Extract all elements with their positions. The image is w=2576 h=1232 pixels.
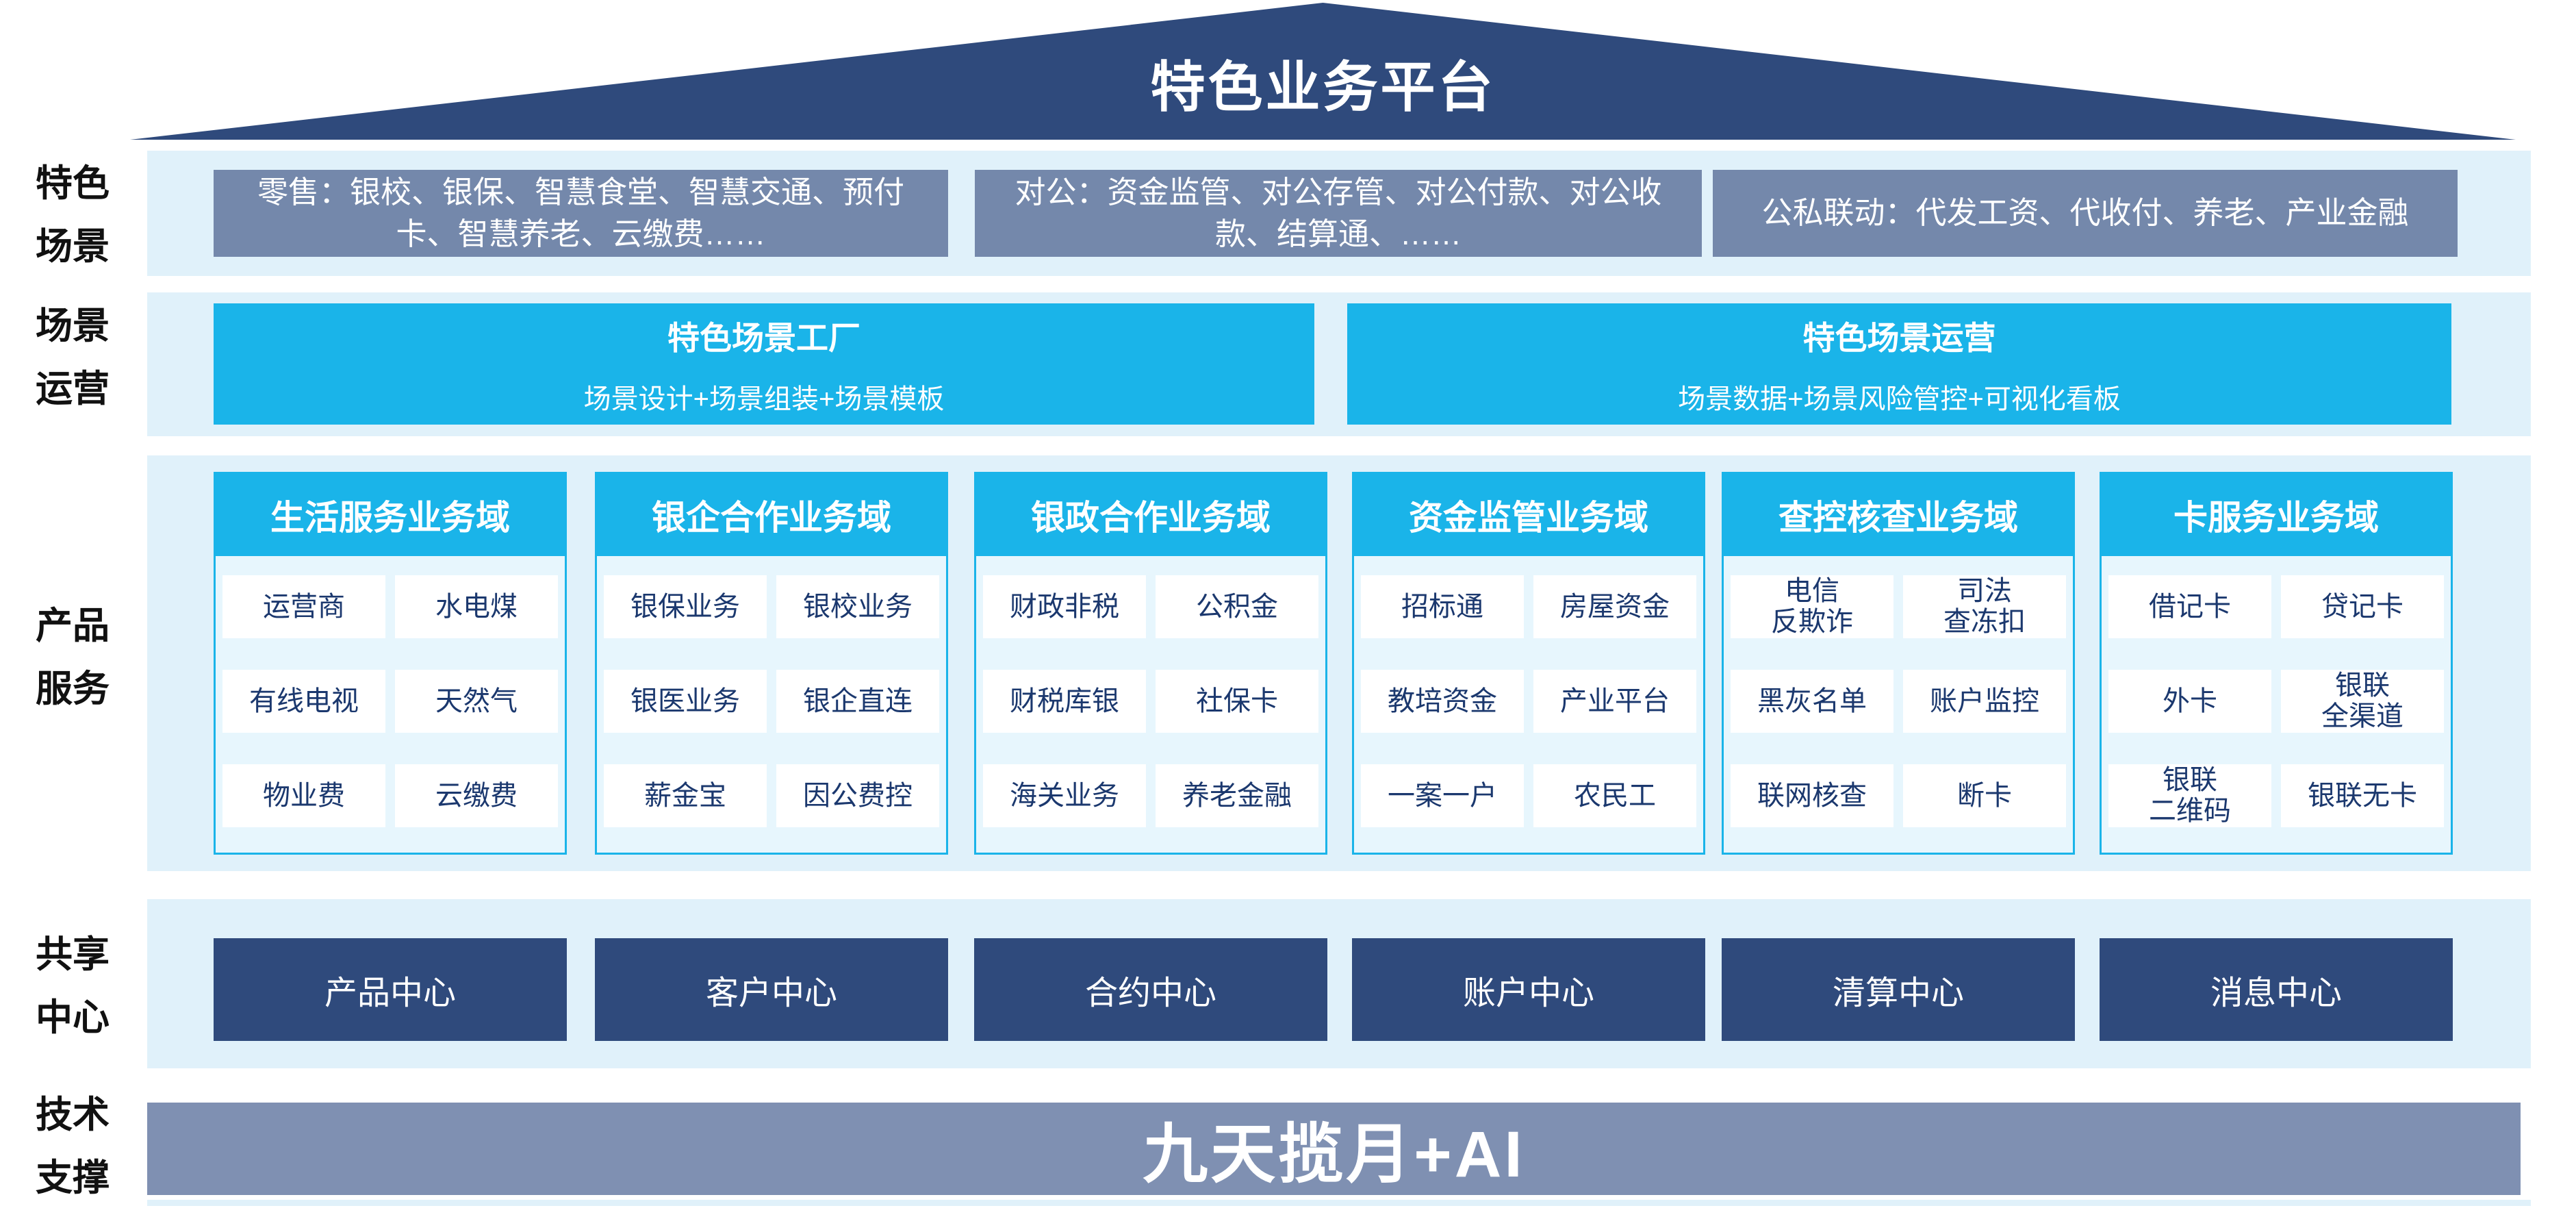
product-column-body: 招标通 房屋资金 教培资金 产业平台 一案一户 农民工	[1354, 556, 1703, 853]
product-cell: 运营商	[222, 575, 385, 638]
product-cell: 外卡	[2108, 670, 2271, 733]
product-column-header: 卡服务业务域	[2102, 474, 2451, 556]
shared-center-account: 账户中心	[1352, 938, 1705, 1041]
product-cell: 物业费	[222, 764, 385, 827]
product-cell: 财税库银	[983, 670, 1146, 733]
product-cell: 水电煤	[395, 575, 558, 638]
shared-center-message: 消息中心	[2100, 938, 2453, 1041]
product-cell: 断卡	[1903, 764, 2066, 827]
product-column-header: 查控核查业务域	[1724, 474, 2073, 556]
shared-center-customer: 客户中心	[595, 938, 948, 1041]
shared-center-product: 产品中心	[214, 938, 567, 1041]
scene-box-retail: 零售：银校、银保、智慧食堂、智慧交通、预付卡、智慧养老、云缴费……	[214, 170, 948, 257]
side-label-scene-operation: 场景 运营	[36, 305, 110, 410]
product-column-header: 资金监管业务域	[1354, 474, 1703, 556]
product-column-body: 借记卡 贷记卡 外卡 银联 全渠道 银联 二维码 银联无卡	[2102, 556, 2451, 853]
product-cell: 养老金融	[1156, 764, 1318, 827]
operation-box-scene-operation: 特色场景运营 场景数据+场景风险管控+可视化看板	[1347, 303, 2451, 425]
product-cell: 银联 二维码	[2108, 764, 2271, 827]
product-cell: 农民工	[1533, 764, 1696, 827]
scene-box-public-private: 公私联动：代发工资、代收付、养老、产业金融	[1713, 170, 2458, 257]
platform-title: 特色业务平台	[1150, 57, 1496, 118]
shared-center-clearing: 清算中心	[1722, 938, 2075, 1041]
tech-support-title: 九天揽月+AI	[1143, 1118, 1525, 1191]
product-column-bank-government: 银政合作业务域 财政非税 公积金 财税库银 社保卡 海关业务 养老金融	[974, 472, 1327, 855]
product-column-body: 运营商 水电煤 有线电视 天然气 物业费 云缴费	[216, 556, 565, 853]
product-cell: 有线电视	[222, 670, 385, 733]
tech-support-bar: 九天揽月+AI	[147, 1103, 2521, 1195]
product-column-body: 电信 反欺诈 司法 查冻扣 黑灰名单 账户监控 联网核查 断卡	[1724, 556, 2073, 853]
shared-center-contract: 合约中心	[974, 938, 1327, 1041]
product-cell: 教培资金	[1361, 670, 1524, 733]
product-cell: 云缴费	[395, 764, 558, 827]
product-column-header: 银政合作业务域	[976, 474, 1325, 556]
bottom-strip	[147, 1200, 2531, 1206]
product-cell: 电信 反欺诈	[1731, 575, 1893, 638]
product-cell: 因公费控	[776, 764, 939, 827]
product-cell: 财政非税	[983, 575, 1146, 638]
product-cell: 海关业务	[983, 764, 1146, 827]
product-column-inquiry-control: 查控核查业务域 电信 反欺诈 司法 查冻扣 黑灰名单 账户监控 联网核查 断卡	[1722, 472, 2075, 855]
side-label-tech-support: 技术 支撑	[36, 1094, 110, 1198]
product-column-body: 财政非税 公积金 财税库银 社保卡 海关业务 养老金融	[976, 556, 1325, 853]
platform-banner: 特色业务平台	[130, 3, 2516, 140]
product-column-card-services: 卡服务业务域 借记卡 贷记卡 外卡 银联 全渠道 银联 二维码 银联无卡	[2100, 472, 2453, 855]
operation-box-scene-factory: 特色场景工厂 场景设计+场景组装+场景模板	[214, 303, 1314, 425]
operation-box-subtitle: 场景设计+场景组装+场景模板	[583, 384, 945, 414]
product-cell: 银联无卡	[2281, 764, 2444, 827]
product-cell: 司法 查冻扣	[1903, 575, 2066, 638]
scene-box-corporate: 对公：资金监管、对公存管、对公付款、对公收款、结算通、……	[975, 170, 1702, 257]
product-cell: 公积金	[1156, 575, 1318, 638]
product-cell: 社保卡	[1156, 670, 1318, 733]
product-column-header: 生活服务业务域	[216, 474, 565, 556]
product-column-bank-enterprise: 银企合作业务域 银保业务 银校业务 银医业务 银企直连 薪金宝 因公费控	[595, 472, 948, 855]
product-column-header: 银企合作业务域	[597, 474, 946, 556]
product-cell: 借记卡	[2108, 575, 2271, 638]
product-column-fund-supervision: 资金监管业务域 招标通 房屋资金 教培资金 产业平台 一案一户 农民工	[1352, 472, 1705, 855]
operation-box-title: 特色场景运营	[1802, 320, 1996, 356]
product-column-life-services: 生活服务业务域 运营商 水电煤 有线电视 天然气 物业费 云缴费	[214, 472, 567, 855]
product-cell: 产业平台	[1533, 670, 1696, 733]
product-cell: 银保业务	[604, 575, 767, 638]
product-cell: 黑灰名单	[1731, 670, 1893, 733]
product-cell: 联网核查	[1731, 764, 1893, 827]
side-label-product-services: 产品 服务	[36, 605, 110, 709]
product-cell: 一案一户	[1361, 764, 1524, 827]
operation-box-title: 特色场景工厂	[667, 320, 860, 356]
product-cell: 银校业务	[776, 575, 939, 638]
product-column-body: 银保业务 银校业务 银医业务 银企直连 薪金宝 因公费控	[597, 556, 946, 853]
product-cell: 房屋资金	[1533, 575, 1696, 638]
product-cell: 贷记卡	[2281, 575, 2444, 638]
side-label-shared-centers: 共享 中心	[36, 934, 110, 1038]
product-cell: 招标通	[1361, 575, 1524, 638]
product-cell: 银联 全渠道	[2281, 670, 2444, 733]
product-cell: 银企直连	[776, 670, 939, 733]
product-cell: 账户监控	[1903, 670, 2066, 733]
product-cell: 天然气	[395, 670, 558, 733]
product-cell: 银医业务	[604, 670, 767, 733]
product-cell: 薪金宝	[604, 764, 767, 827]
side-label-featured-scenes: 特色 场景	[36, 163, 110, 267]
operation-box-subtitle: 场景数据+场景风险管控+可视化看板	[1678, 384, 2121, 414]
